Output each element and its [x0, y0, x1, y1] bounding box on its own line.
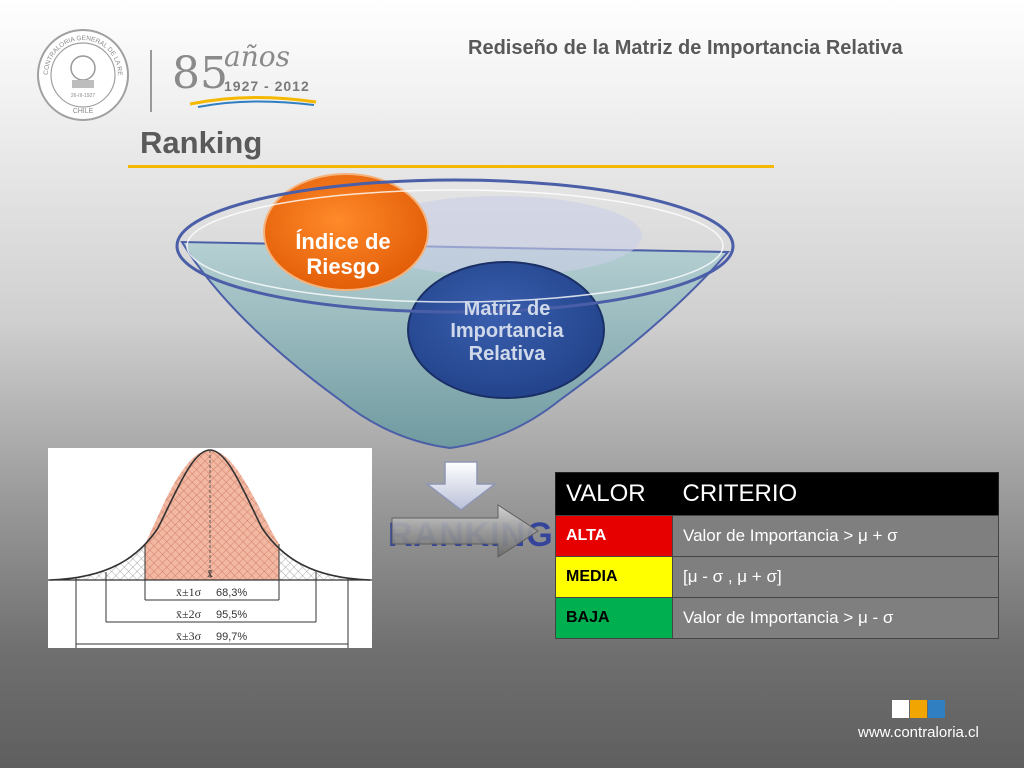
section-title: Ranking — [140, 125, 263, 160]
table-row: MEDIA [μ - σ , μ + σ] — [555, 556, 999, 598]
mean-symbol: x̄ — [207, 566, 213, 580]
funnel-diagram — [175, 173, 735, 450]
criterion-alta: Valor de Importancia > μ + σ — [672, 515, 999, 557]
anniversary-word: años — [224, 40, 290, 73]
bubble2-line1: Matriz de — [463, 298, 551, 320]
svg-text:CHILE: CHILE — [73, 108, 94, 115]
down-arrow-icon — [424, 461, 498, 511]
bubble2-line2: Importancia — [450, 320, 564, 343]
footer-website-link[interactable]: www.contraloria.cl — [858, 724, 979, 741]
header-criterio: CRITERIO — [672, 472, 999, 516]
table-row: BAJA Valor de Importancia > μ - σ — [555, 597, 999, 639]
sigma1-label: x̄±1σ — [176, 585, 202, 599]
level-baja: BAJA — [555, 597, 673, 639]
funnel-rim-outer — [175, 178, 735, 314]
header-valor: VALOR — [555, 472, 673, 516]
bubble-matriz-label: Matriz de Importancia Relativa — [412, 298, 602, 365]
bubble-matriz-importancia — [407, 261, 605, 399]
bubble-indice-riesgo — [263, 173, 429, 291]
table-header-row: VALOR CRITERIO — [555, 472, 999, 516]
sigma3-pct: 99,7% — [216, 631, 247, 643]
logo-divider — [150, 50, 152, 112]
funnel-inner-shadow — [358, 196, 642, 276]
title-underline — [128, 165, 774, 168]
anniversary-logo: 85 años 1927 - 2012 — [168, 40, 318, 112]
funnel-rim-inner — [186, 189, 724, 303]
sigma2-pct: 95,5% — [216, 609, 247, 621]
table-row: ALTA Valor de Importancia > μ + σ — [555, 515, 999, 557]
anniversary-years: 1927 - 2012 — [224, 78, 310, 94]
criteria-table: VALOR CRITERIO ALTA Valor de Importancia… — [555, 472, 999, 639]
right-arrow-icon — [391, 504, 539, 558]
criterion-media: [μ - σ , μ + σ] — [672, 556, 999, 598]
footer-logo-squares — [892, 700, 945, 718]
bubble2-line3: Relativa — [468, 342, 546, 365]
bubble1-line1: Índice de — [295, 229, 391, 254]
bubble1-line2: Riesgo — [306, 253, 380, 279]
criterion-baja: Valor de Importancia > μ - σ — [672, 597, 999, 639]
slide-title: Rediseño de la Matriz de Importancia Rel… — [468, 37, 903, 59]
sigma3-label: x̄±3σ — [176, 629, 202, 643]
bubble-indice-riesgo-label: Índice de Riesgo — [260, 229, 426, 279]
normal-distribution-figure: x̄ x̄±1σ 68,3% x̄±2σ 95,5% x̄±3σ 99,7% — [48, 448, 372, 648]
contraloria-seal-logo: CONTRALORIA GENERAL DE LA REPUBLICA 26-I… — [36, 28, 129, 121]
svg-text:26-III-1927: 26-III-1927 — [71, 93, 95, 99]
level-alta: ALTA — [555, 515, 673, 557]
anniversary-number: 85 — [172, 48, 228, 99]
sigma2-label: x̄±2σ — [176, 607, 202, 621]
anniversary-swoosh — [189, 95, 317, 108]
sigma1-pct: 68,3% — [216, 587, 247, 599]
level-media: MEDIA — [555, 556, 673, 598]
